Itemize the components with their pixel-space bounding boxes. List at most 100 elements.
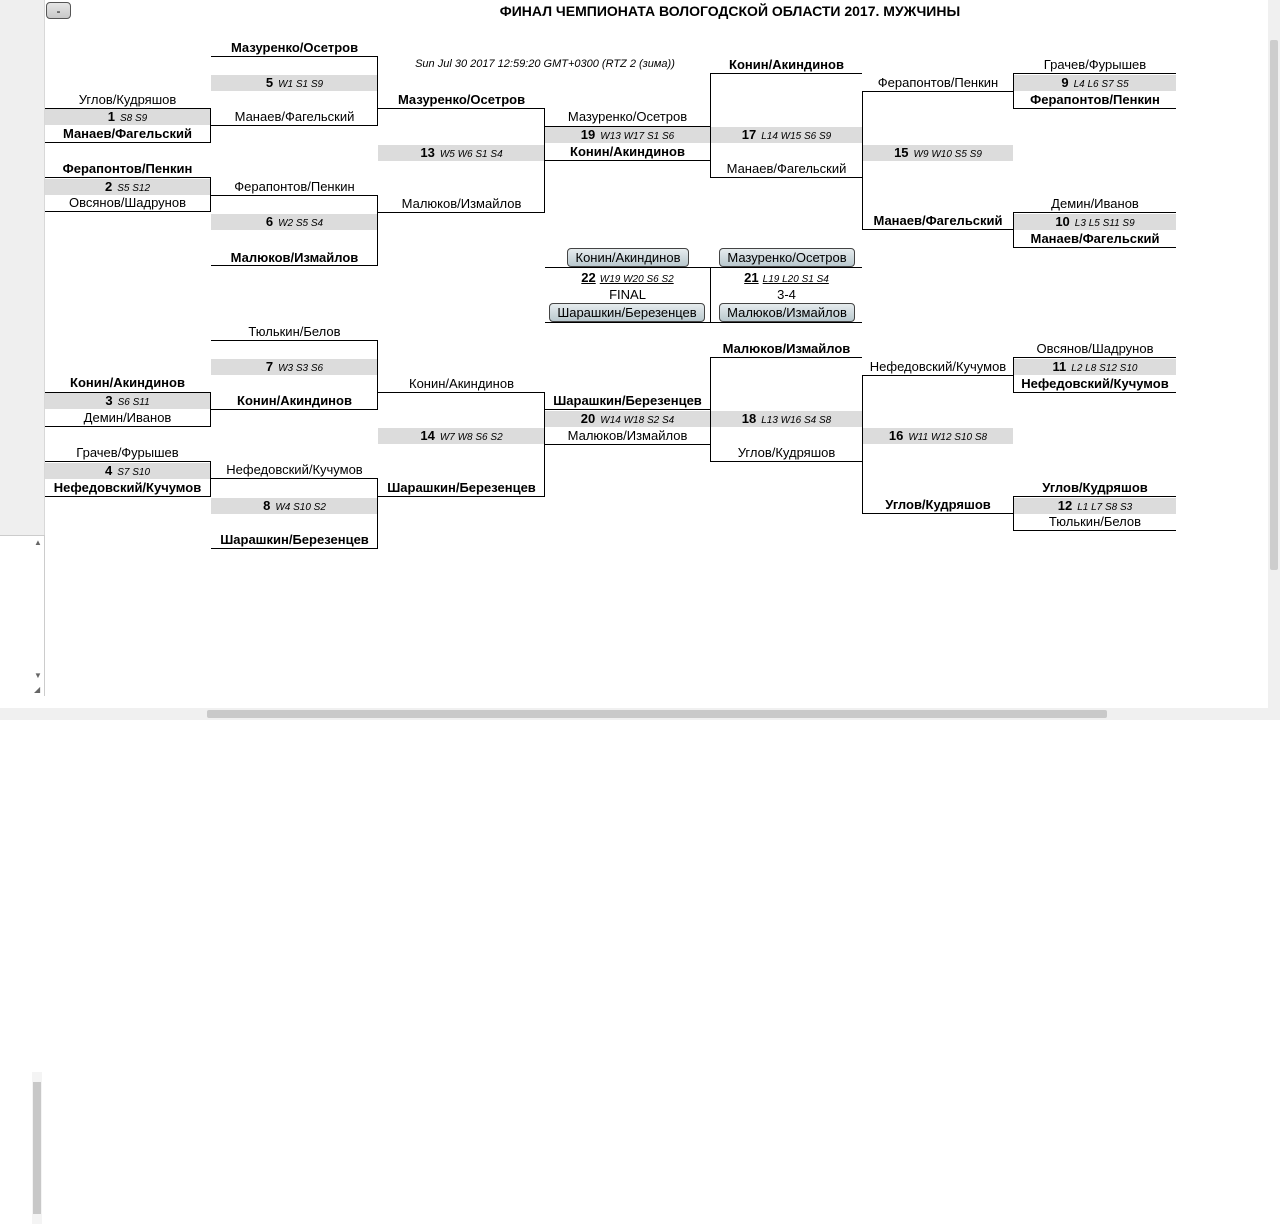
match-seeds: L14 W15 S6 S9 — [761, 131, 832, 142]
player-name: Конин/Акиндинов — [409, 376, 514, 391]
bracket-line — [545, 444, 711, 445]
bracket-line — [862, 375, 863, 513]
match-number: 10 — [1055, 214, 1070, 229]
player-name: Конин/Акиндинов — [70, 375, 185, 390]
bracket-line — [1013, 392, 1176, 393]
vertical-scrollbar[interactable] — [1268, 0, 1280, 708]
bracket-line — [377, 340, 378, 409]
match-seeds: W5 W6 S1 S4 — [439, 149, 503, 160]
match-number: 3 — [105, 393, 113, 408]
match-box-20: 20 W14 W18 S2 S4 — [545, 411, 710, 427]
left-panel-scrollbar[interactable] — [32, 1072, 42, 1224]
player-name: Углов/Кудряшов — [737, 445, 836, 460]
bracket-line — [710, 267, 711, 322]
player-name: Нефедовский/Кучумов — [869, 359, 1007, 374]
bracket-line — [211, 195, 378, 196]
collapse-button[interactable]: - — [46, 2, 71, 19]
bracket-line — [210, 461, 211, 496]
player-name: Манаев/Фагельский — [1030, 231, 1160, 246]
bracket-line — [545, 322, 862, 323]
player-name: Нефедовский/Кучумов — [226, 462, 363, 477]
bracket-line — [545, 409, 711, 410]
player-name: Овсянов/Шадрунов — [1036, 341, 1154, 356]
player-name: Мазуренко/Осетров — [397, 92, 526, 107]
final-team-bottom[interactable]: Шарашкин/Березенцев — [549, 303, 705, 322]
player-name: Тюлькин/Белов — [248, 324, 341, 339]
bracket-line — [1013, 357, 1014, 392]
bracket-line — [1013, 496, 1014, 530]
bracket-line — [378, 212, 545, 213]
match-seeds: W2 S5 S4 — [278, 218, 324, 229]
final-team-top[interactable]: Конин/Акиндинов — [567, 248, 689, 267]
match-box-15: 15 W9 W10 S5 S9 — [863, 145, 1013, 161]
match-number: 15 — [894, 145, 909, 160]
bracket-line — [1013, 108, 1176, 109]
player-name: Манаев/Фагельский — [873, 213, 1003, 228]
player-name: Демин/Иванов — [83, 410, 172, 425]
bracket-line — [45, 496, 211, 497]
player-name: Грачев/Фурышев — [1043, 57, 1147, 72]
bracket-line — [377, 195, 378, 265]
match-number: 19 — [580, 127, 596, 142]
match-seeds: W11 W12 S10 S8 — [908, 432, 988, 443]
bracket-line — [211, 265, 378, 266]
match-number: 11 — [1052, 359, 1067, 374]
bracket-line — [545, 126, 711, 127]
horizontal-scrollbar[interactable] — [0, 708, 1280, 720]
bracket-line — [377, 56, 378, 125]
scroll-up-arrow-icon[interactable]: ▲ — [34, 538, 42, 547]
match-seeds: W3 S3 S6 — [278, 363, 324, 374]
match-number: 9 — [1061, 75, 1069, 90]
third-place-team-bottom[interactable]: Малюков/Измайлов — [719, 303, 855, 322]
match-number: 22 — [581, 270, 596, 285]
bracket-line — [544, 108, 545, 212]
left-text-panel[interactable]: ▲ ▼ ◢ — [0, 535, 45, 1224]
player-name: Тюлькин/Белов — [1048, 514, 1142, 529]
match-number: 6 — [265, 214, 274, 229]
player-name: Малюков/Измайлов — [722, 341, 851, 356]
bracket-line — [1013, 212, 1176, 213]
match-seeds: W9 W10 S5 S9 — [913, 149, 982, 160]
scroll-down-arrow-icon[interactable]: ▼ — [34, 671, 42, 680]
match-number: 2 — [104, 179, 113, 194]
bracket-line — [378, 108, 545, 109]
player-name: Грачев/Фурышев — [76, 445, 179, 460]
horizontal-scroll-thumb[interactable] — [207, 710, 1107, 718]
bracket-line — [1013, 357, 1176, 358]
match-number: 14 — [420, 428, 435, 443]
player-name: Малюков/Измайлов — [230, 250, 359, 265]
bracket-line — [710, 177, 862, 178]
left-panel-scroll-thumb[interactable] — [33, 1082, 41, 1214]
vertical-scroll-thumb[interactable] — [1270, 40, 1278, 570]
third-place-team-top[interactable]: Мазуренко/Осетров — [719, 248, 855, 267]
bracket-line — [862, 229, 1013, 230]
match-seeds: W13 W17 S1 S6 — [600, 131, 675, 142]
resize-grip-icon[interactable]: ◢ — [34, 685, 41, 694]
match-number: 12 — [1057, 498, 1073, 513]
bracket-line — [211, 548, 378, 549]
match-seeds: W14 W18 S2 S4 — [600, 415, 675, 426]
bracket-line — [1013, 212, 1014, 247]
match-number: 7 — [265, 359, 274, 374]
match-seeds: S7 S10 — [117, 467, 151, 478]
bracket-line — [1013, 73, 1014, 108]
match-seeds: W4 S10 S2 — [275, 502, 326, 513]
bracket-line — [211, 409, 378, 410]
match-number: 20 — [580, 411, 596, 426]
match-box-19: 19 W13 W17 S1 S6 — [545, 127, 710, 143]
bracket-line — [378, 392, 545, 393]
player-name: Манаев/Фагельский — [234, 109, 355, 124]
bracket-line — [210, 177, 211, 211]
match-seeds: L2 L8 S12 S10 — [1071, 363, 1138, 374]
bracket-line — [45, 211, 211, 212]
bracket-line — [45, 177, 211, 178]
